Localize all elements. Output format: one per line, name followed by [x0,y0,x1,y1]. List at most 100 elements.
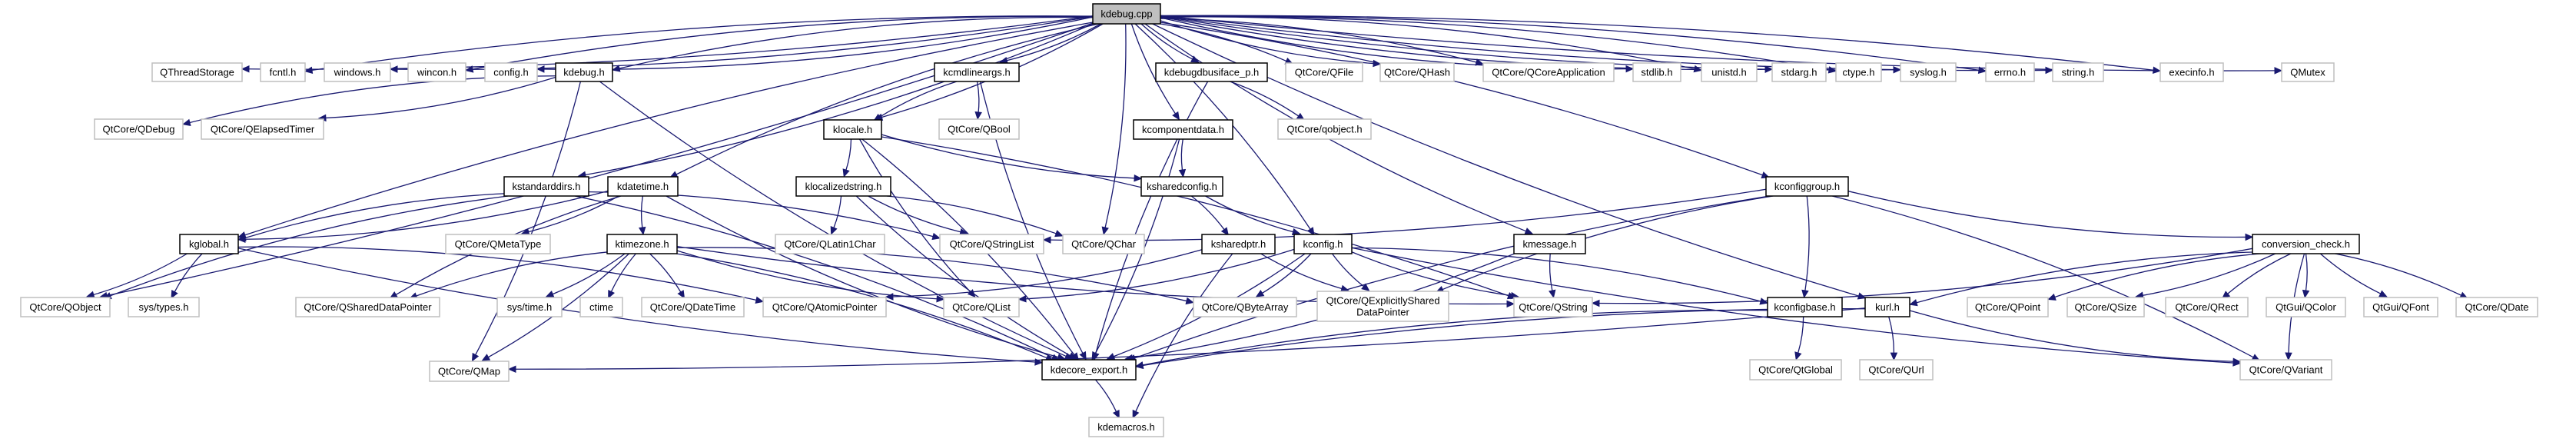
node-kcmdlineargs[interactable]: kcmdlineargs.h [934,62,1020,82]
arrowhead-kconfigbase-icon [1801,289,1809,299]
edge-kdebug_cpp-to-execinfo [1160,15,2154,71]
node-box[interactable] [795,176,891,197]
node-label: QtCore/QMap [438,366,500,377]
node-box [260,62,306,82]
node-box[interactable] [1767,297,1843,317]
arrowhead-QStringList-icon [1042,236,1051,244]
node-qshareddatapointer: QtCore/QSharedDataPointer [295,297,440,317]
node-kdebugdbusiface[interactable]: kdebugdbusiface_p.h [1155,62,1268,82]
edge-kdebug_cpp-to-config [543,16,1094,71]
node-label: QtCore/qobject.h [1286,124,1362,135]
edge-klocalizedstring-to-QChar [886,195,1057,234]
node-kglobal[interactable]: kglobal.h [179,234,239,254]
node-box [2052,62,2104,82]
node-label: windows.h [334,67,381,78]
node-box [1632,62,1681,82]
node-box [579,297,623,317]
edge-kcmdlineargs-to-klocale [879,81,958,118]
edge-kconfig-to-QExplicitlySharedDataPointer [1332,253,1364,287]
node-box[interactable] [607,176,679,197]
node-box [1859,359,1934,381]
node-kconfigbase[interactable]: kconfigbase.h [1767,297,1843,317]
node-kdebug-cpp[interactable]: kdebug.cpp [1092,3,1161,25]
node-ksharedconfig[interactable]: ksharedconfig.h [1140,176,1223,197]
node-box[interactable] [1201,234,1276,254]
node-ktimezone[interactable]: ktimezone.h [606,234,678,254]
node-box[interactable] [823,119,882,140]
node-qbytearray: QtCore/QByteArray [1193,297,1297,317]
node-kurl[interactable]: kurl.h [1864,297,1910,317]
node-box [324,62,391,82]
arrowhead-QColor-icon [2302,289,2310,299]
node-qpoint: QtCore/QPoint [1967,297,2049,317]
edge-kglobal-to-systypes [174,253,203,292]
node-label: QtCore/QPoint [1975,301,2041,313]
node-kconfig[interactable]: kconfig.h [1293,234,1353,254]
node-klocalizedstring[interactable]: klocalizedstring.h [795,176,891,197]
node-qmutex: QMutex [2281,62,2335,82]
arrowhead-kdebug_h-icon [611,65,621,72]
node-qchar: QtCore/QChar [1062,234,1145,254]
node-kconfiggroup[interactable]: kconfiggroup.h [1765,176,1849,197]
node-label: ctype.h [1843,67,1875,78]
node-systime: sys/time.h [496,297,563,317]
node-label: QtCore/QLatin1Char [784,238,876,250]
node-qmap: QtCore/QMap [429,361,510,382]
arrowhead-systime-icon [545,290,555,297]
edge-ktimezone-to-systime [552,253,626,295]
node-klocale[interactable]: klocale.h [823,119,882,140]
node-kdecore-export[interactable]: kdecore_export.h [1041,359,1137,381]
edge-kdebug_cpp-to-windows [397,15,1094,71]
edge-ktimezone-to-ctime [610,253,636,292]
node-kdatetime[interactable]: kdatetime.h [607,176,679,197]
edge-kurl-to-QMap [515,307,1866,370]
node-box[interactable] [934,62,1020,82]
node-box[interactable] [555,62,613,82]
node-box[interactable] [1293,234,1353,254]
arrowhead-systypes-icon [171,290,178,299]
node-kcomponentdata[interactable]: kcomponentdata.h [1133,119,1233,140]
node-kmessage[interactable]: kmessage.h [1513,234,1586,254]
edge-kdebug_cpp-to-kconfiggroup [1160,22,1763,176]
node-box[interactable] [1765,176,1849,197]
node-box[interactable] [1041,359,1137,381]
node-label: string.h [2062,67,2095,78]
edge-kdebugdbusiface-to-qobject_h [1230,81,1300,117]
edge-conversion_check-to-QPoint [2054,253,2261,298]
arrowhead-kcomponentdata-icon [1172,111,1180,121]
edge-klocale-to-klocalizedstring [845,138,852,171]
edge-kconfigbase-to-QtGlobal [1798,316,1804,354]
node-qsize: QtCore/QSize [2066,297,2145,317]
node-qatomicpointer: QtCore/QAtomicPointer [762,297,887,317]
node-box[interactable] [2252,234,2360,254]
node-box[interactable] [606,234,678,254]
node-qdebug: QtCore/QDebug [94,118,184,140]
node-box[interactable] [1864,297,1910,317]
node-box[interactable] [1133,119,1233,140]
node-qrect: QtCore/QRect [2165,297,2249,317]
node-fcntl: fcntl.h [260,62,306,82]
node-label: QtCore/QHash [1384,67,1450,78]
node-conversion-check[interactable]: conversion_check.h [2252,234,2360,254]
node-ctype: ctype.h [1835,62,1882,82]
node-qbool: QtCore/QBool [938,118,1020,140]
node-label: QtCore/QDateTime [650,301,736,313]
node-box[interactable] [1155,62,1268,82]
node-box[interactable] [503,176,589,197]
arrowhead-string_h-icon [2045,66,2054,75]
node-kdebug-h[interactable]: kdebug.h [555,62,613,82]
node-label: QtGui/QFont [2372,301,2429,313]
node-box [762,297,887,317]
node-kstandarddirs[interactable]: kstandarddirs.h [503,176,589,197]
node-ksharedptr[interactable]: ksharedptr.h [1201,234,1276,254]
node-box[interactable] [179,234,239,254]
node-box[interactable] [1140,176,1223,197]
node-label: ctime [589,301,613,313]
node-box [939,234,1044,254]
node-box[interactable] [1513,234,1586,254]
arrowhead-QAtomicPointer-icon [885,293,894,301]
edge-ksharedptr-to-QExplicitlySharedDataPointer [1260,253,1343,290]
node-box [1835,62,1882,82]
edge-kconfig-to-QList [1025,248,1295,300]
node-box[interactable] [1092,3,1161,25]
